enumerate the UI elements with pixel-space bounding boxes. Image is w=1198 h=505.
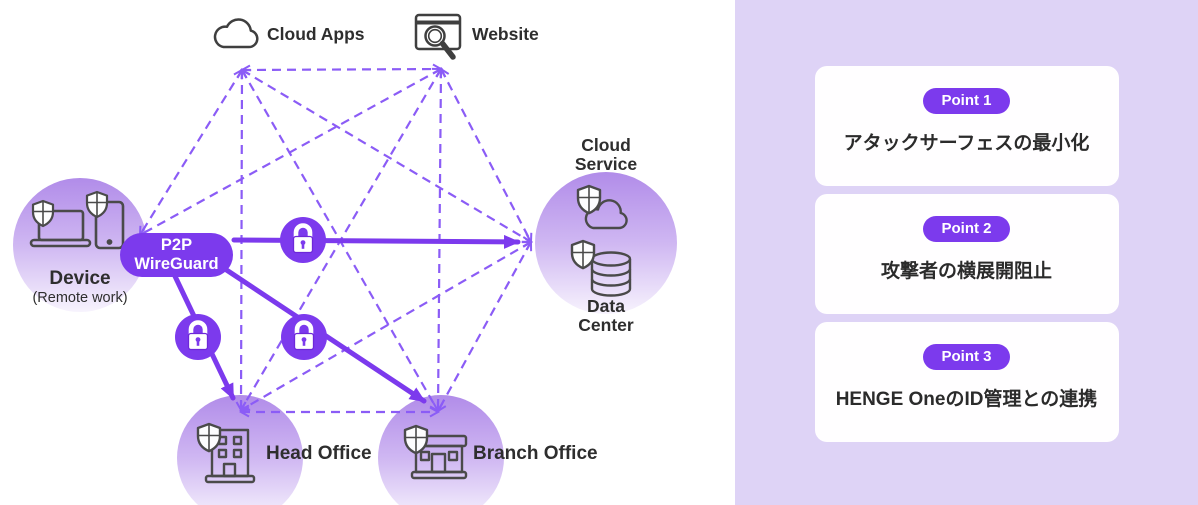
website-label: Website: [472, 24, 539, 44]
shield-icon: [570, 239, 596, 270]
shield-icon: [85, 190, 109, 219]
cloud-apps-label: Cloud Apps: [267, 24, 365, 44]
points-panel: Point 1 アタックサーフェスの最小化 Point 2 攻撃者の横展開阻止 …: [735, 0, 1198, 505]
shielded-store-icon: [403, 424, 468, 480]
point-card-1: Point 1 アタックサーフェスの最小化: [814, 66, 1119, 186]
branch-office-label: Branch Office: [473, 443, 598, 464]
point-2-title: 攻撃者の横展開阻止: [880, 261, 1052, 282]
shield-icon: [403, 424, 429, 455]
padlock-icon: [281, 314, 327, 360]
device-label: Device: [49, 268, 111, 289]
padlock-icon: [280, 217, 326, 263]
device-label-block: Device (Remote work): [10, 268, 150, 306]
head-office-label: Head Office: [266, 443, 372, 464]
device-sublabel: (Remote work): [32, 290, 128, 306]
point-1-badge: Point 1: [923, 88, 1010, 114]
shield-icon: [196, 422, 222, 453]
point-3-badge: Point 3: [923, 344, 1010, 370]
shielded-building-icon: [196, 422, 256, 484]
p2p-wireguard-pill: P2P WireGuard: [120, 233, 233, 277]
data-center-label: Data Center: [578, 296, 634, 335]
point-2-badge: Point 2: [923, 216, 1010, 242]
network-diagram: Cloud Apps Website Device (Remote work) …: [10, 13, 677, 505]
point-card-3: Point 3 HENGE OneのID管理との連携: [814, 322, 1119, 442]
shielded-cloud-icon: [576, 184, 628, 230]
shielded-database-icon: [570, 239, 632, 297]
shielded-laptop-phone-icons: [29, 190, 125, 250]
point-1-title: アタックサーフェスの最小化: [843, 133, 1090, 154]
mesh-network-canvas: [13, 63, 677, 505]
branch-office-node-circle: [378, 395, 504, 505]
cloud-service-node-circle: [535, 172, 677, 314]
point-3-title: HENGE OneのID管理との連携: [835, 389, 1098, 410]
padlock-icon: [175, 314, 221, 360]
cloud-icon: [213, 18, 259, 49]
cloud-service-label: Cloud Service: [574, 135, 638, 174]
shield-icon: [31, 199, 55, 228]
website-browser-search-icon: [414, 13, 462, 60]
point-card-2: Point 2 攻撃者の横展開阻止: [814, 194, 1119, 314]
p2p-wireguard-label: P2P WireGuard: [134, 236, 219, 273]
shield-icon: [576, 184, 602, 215]
